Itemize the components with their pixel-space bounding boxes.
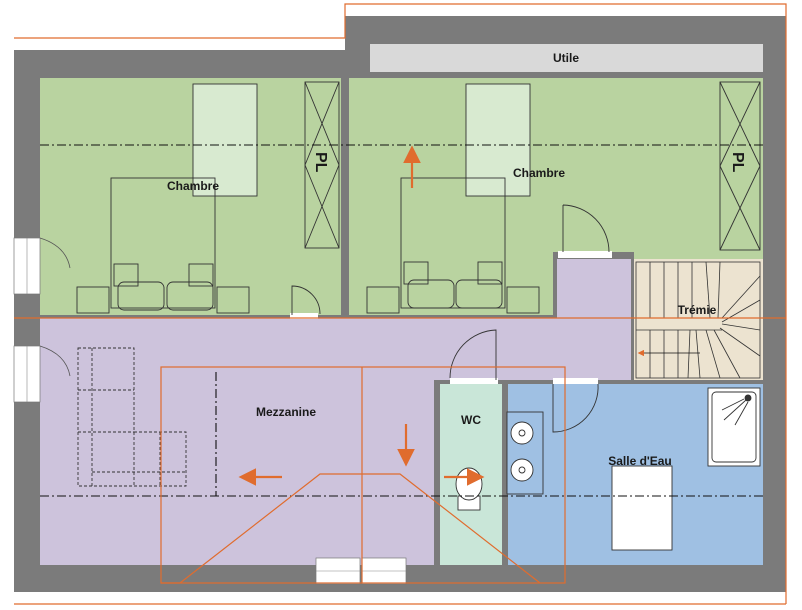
closet-left xyxy=(304,81,340,249)
label-utile: Utile xyxy=(553,51,579,65)
door-swing-salle xyxy=(552,383,599,433)
sink-counter xyxy=(506,411,544,495)
label-chambre-left: Chambre xyxy=(167,179,219,193)
label-salle-eau: Salle d'Eau xyxy=(608,454,672,468)
door-swing-chambre-left xyxy=(291,285,321,315)
sofa xyxy=(77,347,187,487)
wall-between-chambres xyxy=(341,78,349,317)
room-chambre-left xyxy=(40,78,341,317)
closet-label-left: PL xyxy=(312,152,329,173)
door-gap-wc xyxy=(450,378,498,384)
bath-cabinet xyxy=(611,465,673,551)
wall-chambres-mezz-left xyxy=(40,315,290,318)
room-utile xyxy=(370,44,763,72)
wall-utile xyxy=(349,74,763,78)
roof-outline xyxy=(14,3,787,605)
bed-left xyxy=(76,83,258,314)
wall-landing-left xyxy=(553,252,557,317)
wall-wc-right xyxy=(502,380,508,565)
shower xyxy=(707,387,761,467)
label-chambre-right: Chambre xyxy=(513,166,565,180)
door-swing-chambre-right xyxy=(562,204,610,253)
direction-arrows xyxy=(238,145,485,486)
wall-wc-left xyxy=(434,380,440,565)
label-wc: WC xyxy=(461,413,481,427)
room-landing xyxy=(557,259,633,317)
closet-right xyxy=(719,81,761,251)
wall-chambres-mezz-mid xyxy=(318,315,557,318)
door-swing-wc xyxy=(449,329,497,380)
wall-baths-top xyxy=(434,380,763,384)
bed-right xyxy=(366,83,540,314)
label-tremie: Trémie xyxy=(678,303,717,317)
door-gap-chambre-left xyxy=(290,313,318,319)
closet-label-right: PL xyxy=(729,152,746,173)
door-gap-landing xyxy=(558,251,612,258)
door-gap-salle xyxy=(553,378,598,384)
toilet xyxy=(455,467,483,511)
label-mezzanine: Mezzanine xyxy=(256,405,316,419)
wall-tremie-left xyxy=(631,252,634,380)
